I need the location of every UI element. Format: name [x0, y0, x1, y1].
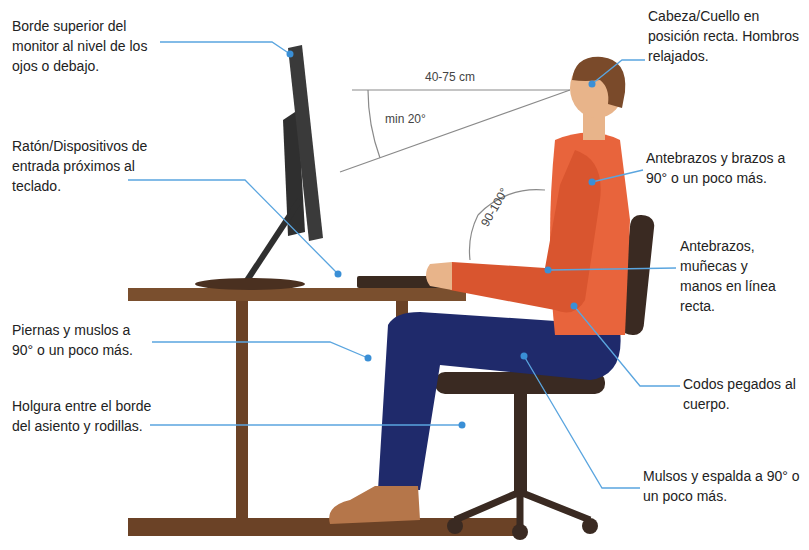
callout-label: Antebrazos, muñecas y manos en línea rec… [680, 236, 780, 316]
callout-label: Piernas y muslos a 90° o un poco más. [12, 320, 154, 360]
hand [426, 262, 452, 290]
dimension-label: 40-75 cm [425, 70, 475, 84]
callout-label: Borde superior del monitor al nivel de l… [12, 16, 162, 76]
callout-label: Holgura entre el borde del asiento y rod… [12, 396, 152, 436]
sight-line [352, 89, 570, 90]
callout-label: Cabeza/Cuello en posición recta. Hombros… [648, 6, 803, 66]
floor [128, 518, 518, 536]
callout-label: Ratón/Dispositivos de entrada próximos a… [12, 136, 170, 196]
desk-top [128, 288, 466, 301]
angle-arc [469, 215, 478, 260]
arm [450, 150, 601, 312]
desk-leg [236, 300, 248, 520]
callout-label: Codos pegados al cuerpo. [683, 374, 801, 414]
chair-wheel [512, 524, 528, 540]
angle-label: min 20° [385, 112, 426, 126]
chair-wheel [447, 518, 463, 534]
chair-wheel [582, 518, 598, 534]
leader-dots [287, 51, 596, 429]
shoe [329, 486, 420, 524]
callout-label: Antebrazos y brazos a 90° o un poco más. [646, 148, 804, 188]
angle-label: 90-100° [478, 185, 511, 229]
monitor-screen [288, 45, 323, 241]
monitor-base [195, 278, 305, 290]
callout-label: Mulsos y espalda a 90° o un poco más. [643, 466, 803, 506]
angle-arc [368, 90, 380, 158]
leader-lines [128, 42, 680, 488]
chair-base [455, 492, 590, 528]
monitor-stand [246, 200, 300, 282]
legs [378, 312, 621, 490]
chair-post [514, 394, 527, 494]
sight-line [340, 90, 570, 172]
